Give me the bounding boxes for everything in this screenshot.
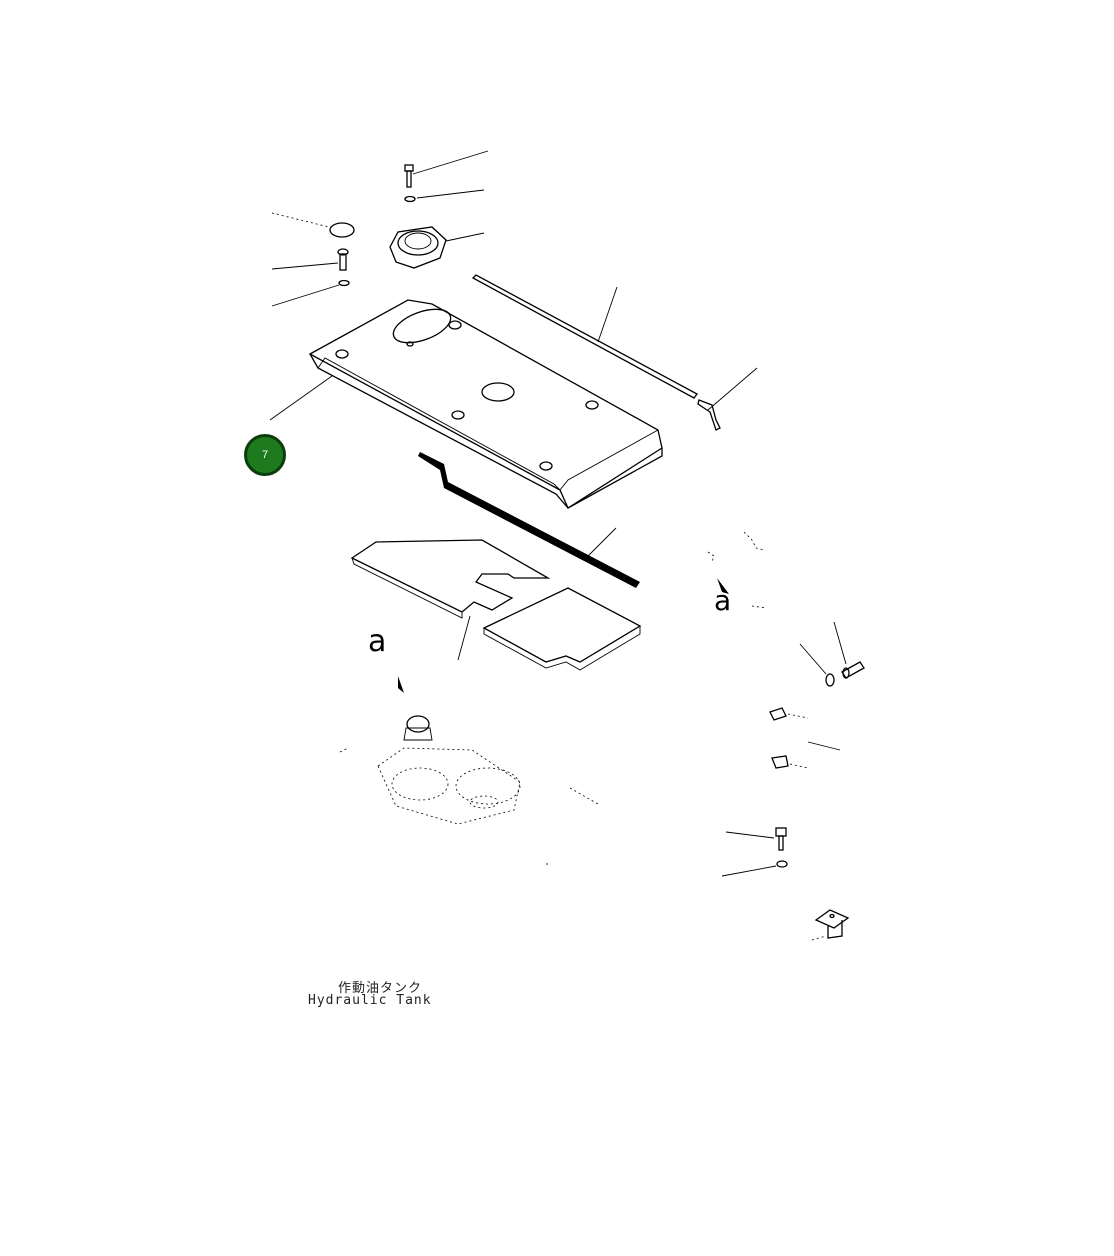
filler-cap [389, 226, 485, 269]
washer-right-2 [721, 860, 788, 877]
bolt-right-2 [725, 827, 787, 851]
left-washer [271, 279, 350, 307]
tank-flange-faint [339, 715, 599, 825]
top-bolt [404, 150, 489, 188]
gasket-strip [418, 452, 640, 588]
mounting-bracket [811, 909, 850, 941]
tank-cover-plate [269, 299, 663, 509]
cushion-pad-right [482, 587, 642, 671]
seal-strip-upper [471, 274, 698, 399]
clip-right-1 [769, 707, 809, 721]
faint-parts-right [707, 531, 767, 609]
small-bracket [697, 367, 758, 431]
clip-right-2 [771, 741, 841, 769]
bolt-right-1 [833, 621, 865, 679]
plug-disc [271, 212, 355, 238]
top-washer [404, 189, 485, 203]
left-bolt [271, 248, 349, 271]
nut-right-1 [799, 643, 835, 687]
cushion-pad-left [350, 539, 551, 661]
view-arrow-left [398, 676, 404, 693]
view-arrow-right [717, 578, 729, 594]
